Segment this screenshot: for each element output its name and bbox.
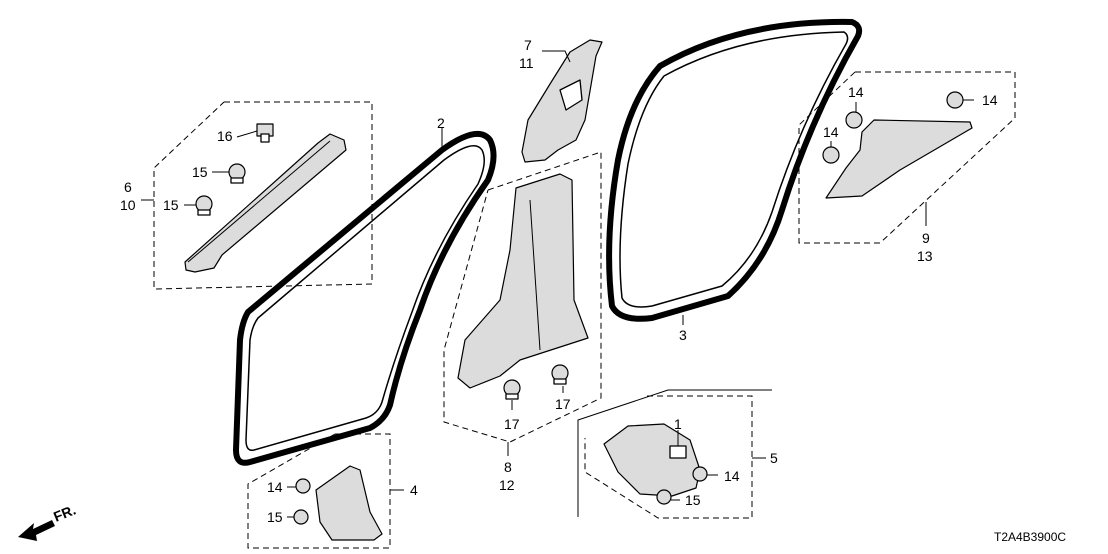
callout-8: 8	[504, 459, 512, 475]
b-pillar-upper-trim[interactable]	[521, 39, 603, 163]
callout-1: 1	[674, 416, 682, 432]
clip-16-icon[interactable]	[256, 123, 274, 143]
callout-10: 10	[120, 197, 136, 213]
front-kick-panel[interactable]	[315, 465, 383, 541]
clip-15-kick-icon[interactable]	[293, 509, 309, 525]
rear-pillar-garnish[interactable]	[825, 119, 973, 199]
clip-14-kick-icon[interactable]	[295, 478, 311, 494]
front-arrow-icon	[18, 520, 55, 541]
callout-11: 11	[519, 55, 534, 71]
rear-sill-trim[interactable]	[603, 423, 701, 497]
b-pillar-lower-trim[interactable]	[457, 173, 589, 389]
clip-14-top-right-icon[interactable]	[946, 91, 964, 109]
front-seal-inner	[245, 145, 485, 452]
rear-seal-outer	[606, 18, 863, 322]
direction-label: FR.	[51, 501, 78, 524]
group-6-frame	[153, 101, 373, 290]
part-1-pad[interactable]	[669, 445, 687, 459]
callout-17-left: 17	[504, 416, 520, 432]
callout-14-rear-mid: 14	[848, 84, 864, 100]
b-pillar-window	[559, 79, 583, 111]
leader-16	[236, 130, 258, 138]
callout-14-rear-low: 14	[823, 124, 839, 140]
front-pillar-garnish-group	[141, 101, 373, 290]
callout-17-right: 17	[555, 396, 571, 412]
front-kick-panel-group	[247, 433, 404, 549]
callout-14-rear-top: 14	[982, 92, 998, 108]
b-pillar-crease	[529, 199, 541, 351]
clip-15-lower-icon[interactable]	[195, 195, 213, 216]
clip-17-right-icon[interactable]	[551, 364, 569, 385]
callout-5: 5	[770, 450, 778, 466]
callout-15-pillar-lower: 15	[163, 197, 179, 213]
clip-17-left-icon[interactable]	[503, 379, 521, 400]
group-5-frame	[584, 395, 753, 519]
callout-9: 9	[922, 230, 930, 246]
clip-15-sill-icon[interactable]	[656, 489, 672, 505]
front-door-seal-2[interactable]	[233, 128, 497, 466]
clip-15-upper-icon[interactable]	[228, 163, 246, 184]
callout-3: 3	[679, 327, 687, 343]
clip-14-low-icon[interactable]	[822, 146, 840, 164]
callouts: 1 2 3 4 5 6 10 7 11 8 12 9 13 14 14 14 1…	[120, 37, 998, 525]
front-pillar-garnish[interactable]	[184, 133, 347, 273]
group-9-frame	[798, 71, 1016, 244]
rear-door-seal-3[interactable]	[606, 18, 863, 325]
diagram-code: T2A4B3900C	[994, 530, 1066, 544]
group-4-frame	[247, 433, 391, 549]
callout-14-kick: 14	[267, 479, 283, 495]
callout-14-sill: 14	[724, 468, 740, 484]
rear-sill-group	[577, 389, 772, 519]
callout-13: 13	[917, 248, 933, 264]
garnish-edge	[187, 140, 331, 263]
clip-14-mid-icon[interactable]	[845, 111, 863, 129]
callout-16: 16	[217, 128, 233, 144]
b-pillar-upper-group	[521, 39, 603, 163]
callout-15-sill: 15	[685, 492, 701, 508]
callout-7: 7	[524, 37, 532, 53]
callout-12: 12	[499, 477, 515, 493]
b-pillar-lower-group	[443, 151, 602, 456]
group-5-solid-frame	[577, 389, 772, 517]
callout-4: 4	[410, 482, 418, 498]
callout-2: 2	[437, 115, 445, 131]
clip-14-sill-icon[interactable]	[692, 466, 708, 482]
rear-pillar-group	[798, 71, 1016, 244]
front-direction-indicator: FR.	[18, 501, 78, 541]
front-seal-outer	[233, 130, 497, 466]
callout-15-kick: 15	[267, 509, 283, 525]
callout-15-pillar-upper: 15	[192, 164, 208, 180]
callout-6: 6	[124, 179, 132, 195]
rear-seal-inner	[619, 31, 849, 308]
leader-7	[542, 50, 571, 63]
